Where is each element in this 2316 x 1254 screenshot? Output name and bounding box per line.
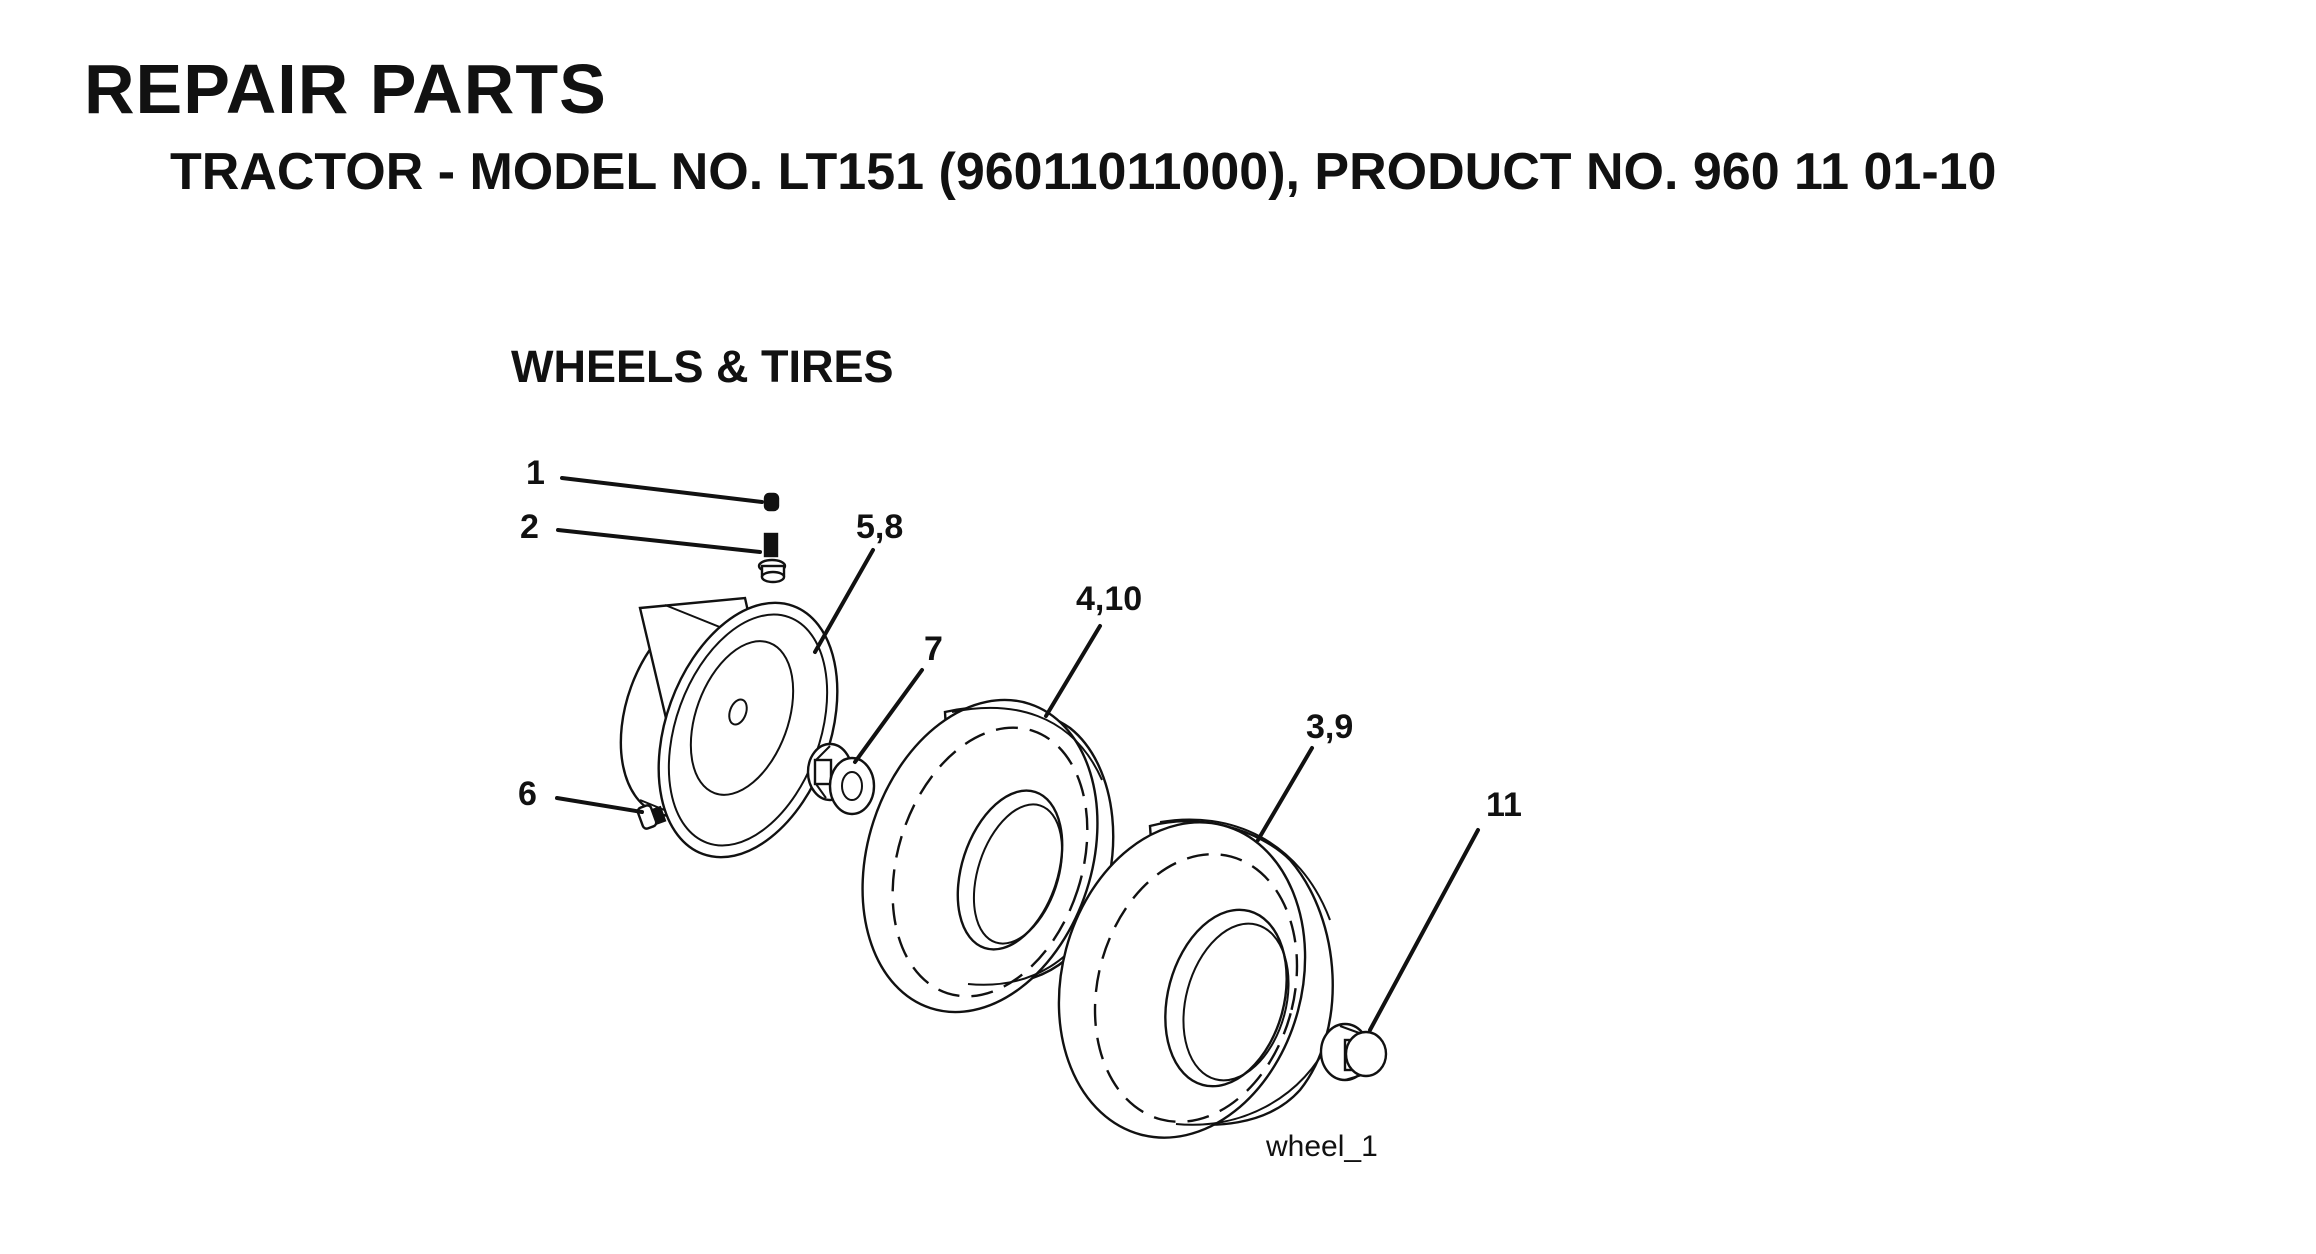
front-tire [861, 698, 1115, 1014]
callout-7: 7 [924, 630, 943, 668]
model-subtitle: TRACTOR - MODEL NO. LT151 (96011011000),… [170, 143, 1997, 201]
section-title: WHEELS & TIRES [511, 341, 894, 392]
callout-2: 2 [520, 508, 539, 546]
callout-5-8: 5,8 [856, 508, 903, 546]
figure-ref: wheel_1 [1265, 1130, 1378, 1163]
valve-stem-part [757, 532, 787, 584]
callout-3-9: 3,9 [1306, 708, 1353, 746]
leader-lines [555, 476, 1480, 1032]
bushing-part [806, 742, 876, 816]
callout-4-10: 4,10 [1076, 580, 1142, 618]
wheel-rim [619, 596, 839, 859]
page-title: REPAIR PARTS [84, 50, 607, 128]
rear-tire [1057, 818, 1334, 1139]
callout-6: 6 [518, 775, 537, 813]
valve-cap-part [763, 492, 780, 512]
callout-11: 11 [1486, 786, 1522, 824]
wheel-cap-part [1319, 1022, 1388, 1082]
lug-bolt-part [636, 804, 667, 830]
callout-1: 1 [526, 454, 545, 492]
